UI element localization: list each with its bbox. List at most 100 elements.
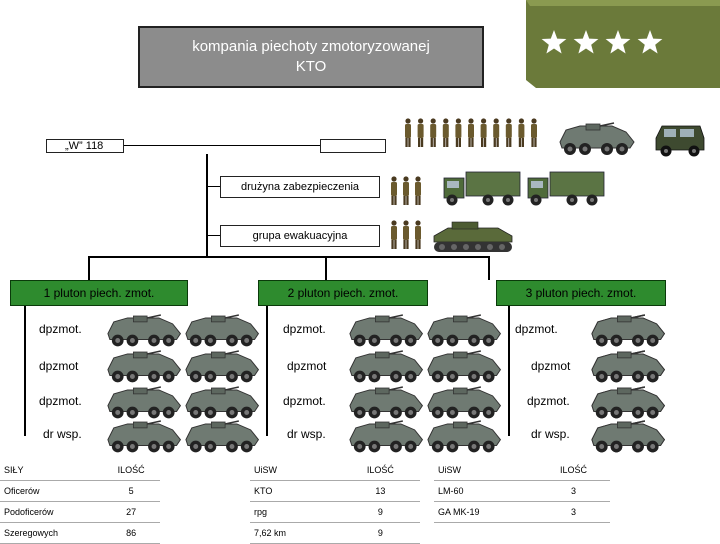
w1-row-2-label: rpg bbox=[250, 501, 341, 523]
soldier-icon bbox=[480, 118, 487, 147]
apc-icon bbox=[107, 420, 182, 453]
platoon-1-name: 1 pluton piech. zmot. bbox=[43, 286, 155, 300]
apc-icon bbox=[349, 350, 424, 383]
platoon-2: 2 pluton piech. zmot. bbox=[258, 280, 428, 306]
forces-row-1-label: Oficerów bbox=[0, 480, 103, 502]
apc-icon bbox=[591, 420, 666, 453]
apc-icon bbox=[185, 420, 260, 453]
star-icon bbox=[573, 30, 599, 54]
w2-header-1: UiSW bbox=[434, 460, 538, 481]
soldier-icon bbox=[403, 220, 409, 249]
soldier-icon bbox=[518, 118, 525, 147]
apc-icon bbox=[185, 350, 260, 383]
w2-row-1-value: 3 bbox=[537, 480, 610, 502]
apc-icon bbox=[591, 350, 666, 383]
w1-row-3-label: 7,62 km bbox=[250, 522, 341, 544]
page-title: kompania piechoty zmotoryzowanej KTO bbox=[138, 26, 484, 88]
cmd-connector bbox=[124, 145, 320, 146]
title-line1: kompania piechoty zmotoryzowanej bbox=[192, 38, 430, 55]
soldier-icon bbox=[442, 118, 449, 147]
security-label: drużyna zabezpieczenia bbox=[240, 181, 360, 193]
soldier-icon bbox=[430, 118, 437, 147]
platoon-3: 3 pluton piech. zmot. bbox=[496, 280, 666, 306]
star-icon bbox=[605, 30, 631, 54]
forces-row-2-label: Podoficerów bbox=[0, 501, 103, 523]
soldier-icon bbox=[493, 118, 500, 147]
forces-row-2-value: 27 bbox=[102, 501, 160, 523]
apc-icon bbox=[349, 386, 424, 419]
vertical-trunk bbox=[206, 154, 208, 256]
security-connector bbox=[206, 186, 220, 187]
apc-icon bbox=[107, 314, 182, 347]
p3-unit-2: dpzmot bbox=[528, 356, 574, 376]
evacuation-box: grupa ewakuacyjna bbox=[220, 225, 380, 247]
w1-header-2: ILOŚĆ bbox=[340, 460, 420, 481]
platoon2-drop bbox=[325, 256, 327, 280]
security-box: drużyna zabezpieczenia bbox=[220, 176, 380, 198]
apc-icon bbox=[591, 386, 666, 419]
soldier-icon bbox=[405, 118, 411, 147]
platoon-2-name: 2 pluton piech. zmot. bbox=[287, 286, 399, 300]
truck-icon bbox=[443, 171, 521, 206]
platoon2-stem bbox=[266, 306, 268, 436]
forces-row-1-value: 5 bbox=[102, 480, 160, 502]
w2-row-1-label: LM-60 bbox=[434, 480, 538, 502]
soldier-icon bbox=[505, 118, 512, 147]
p1-unit-4: dr wsp. bbox=[40, 424, 85, 444]
jeep-icon bbox=[655, 125, 705, 157]
w2-row-2-label: GA MK-19 bbox=[434, 501, 538, 523]
evac-connector bbox=[206, 235, 220, 236]
apc-icon bbox=[107, 386, 182, 419]
forces-row-3-label: Szeregowych bbox=[0, 522, 103, 544]
soldier-icon bbox=[468, 118, 474, 147]
tracked-vehicle-icon bbox=[433, 221, 513, 252]
platoon1-drop bbox=[88, 256, 90, 280]
w1-row-1-value: 13 bbox=[340, 480, 420, 502]
w1-row-3-value: 9 bbox=[340, 522, 420, 544]
apc-icon bbox=[427, 350, 502, 383]
p1-unit-2: dpzmot bbox=[36, 356, 82, 376]
p2-unit-3: dpzmot. bbox=[280, 391, 329, 411]
p3-unit-3: dpzmot. bbox=[524, 391, 573, 411]
apc-icon bbox=[591, 314, 666, 347]
platoon-3-name: 3 pluton piech. zmot. bbox=[525, 286, 637, 300]
rank-insignia bbox=[526, 0, 720, 88]
truck-icon bbox=[527, 171, 605, 206]
p2-unit-2: dpzmot bbox=[284, 356, 330, 376]
soldier-icon bbox=[455, 118, 462, 147]
forces-header-2: ILOŚĆ bbox=[102, 460, 160, 481]
platoon3-stem bbox=[508, 306, 510, 436]
soldier-icon bbox=[417, 118, 424, 147]
soldier-icon bbox=[531, 118, 537, 147]
title-line2: KTO bbox=[295, 58, 327, 75]
w1-row-2-value: 9 bbox=[340, 501, 420, 523]
apc-icon bbox=[427, 314, 502, 347]
p1-unit-1: dpzmot. bbox=[36, 319, 85, 339]
w1-header-1: UiSW bbox=[250, 460, 341, 481]
soldier-icon bbox=[403, 176, 409, 205]
command-box: „W” 118 bbox=[46, 139, 124, 153]
platoon-1: 1 pluton piech. zmot. bbox=[10, 280, 188, 306]
p2-unit-1: dpzmot. bbox=[280, 319, 329, 339]
forces-header-1: SIŁY bbox=[0, 460, 103, 481]
w1-row-1-label: KTO bbox=[250, 480, 341, 502]
apc-icon bbox=[185, 386, 260, 419]
apc-icon bbox=[349, 420, 424, 453]
star-icon bbox=[541, 30, 567, 54]
p1-unit-3: dpzmot. bbox=[36, 391, 85, 411]
evacuation-label: grupa ewakuacyjna bbox=[252, 230, 348, 242]
apc-icon bbox=[185, 314, 260, 347]
w2-row-2-value: 3 bbox=[537, 501, 610, 523]
forces-row-3-value: 86 bbox=[102, 522, 160, 544]
apc-icon bbox=[559, 122, 635, 155]
platoon-bar bbox=[88, 256, 490, 258]
soldier-icon bbox=[391, 176, 397, 205]
p3-unit-4: dr wsp. bbox=[528, 424, 573, 444]
soldier-icon bbox=[391, 220, 397, 249]
apc-icon bbox=[107, 350, 182, 383]
soldier-icon bbox=[415, 176, 421, 205]
